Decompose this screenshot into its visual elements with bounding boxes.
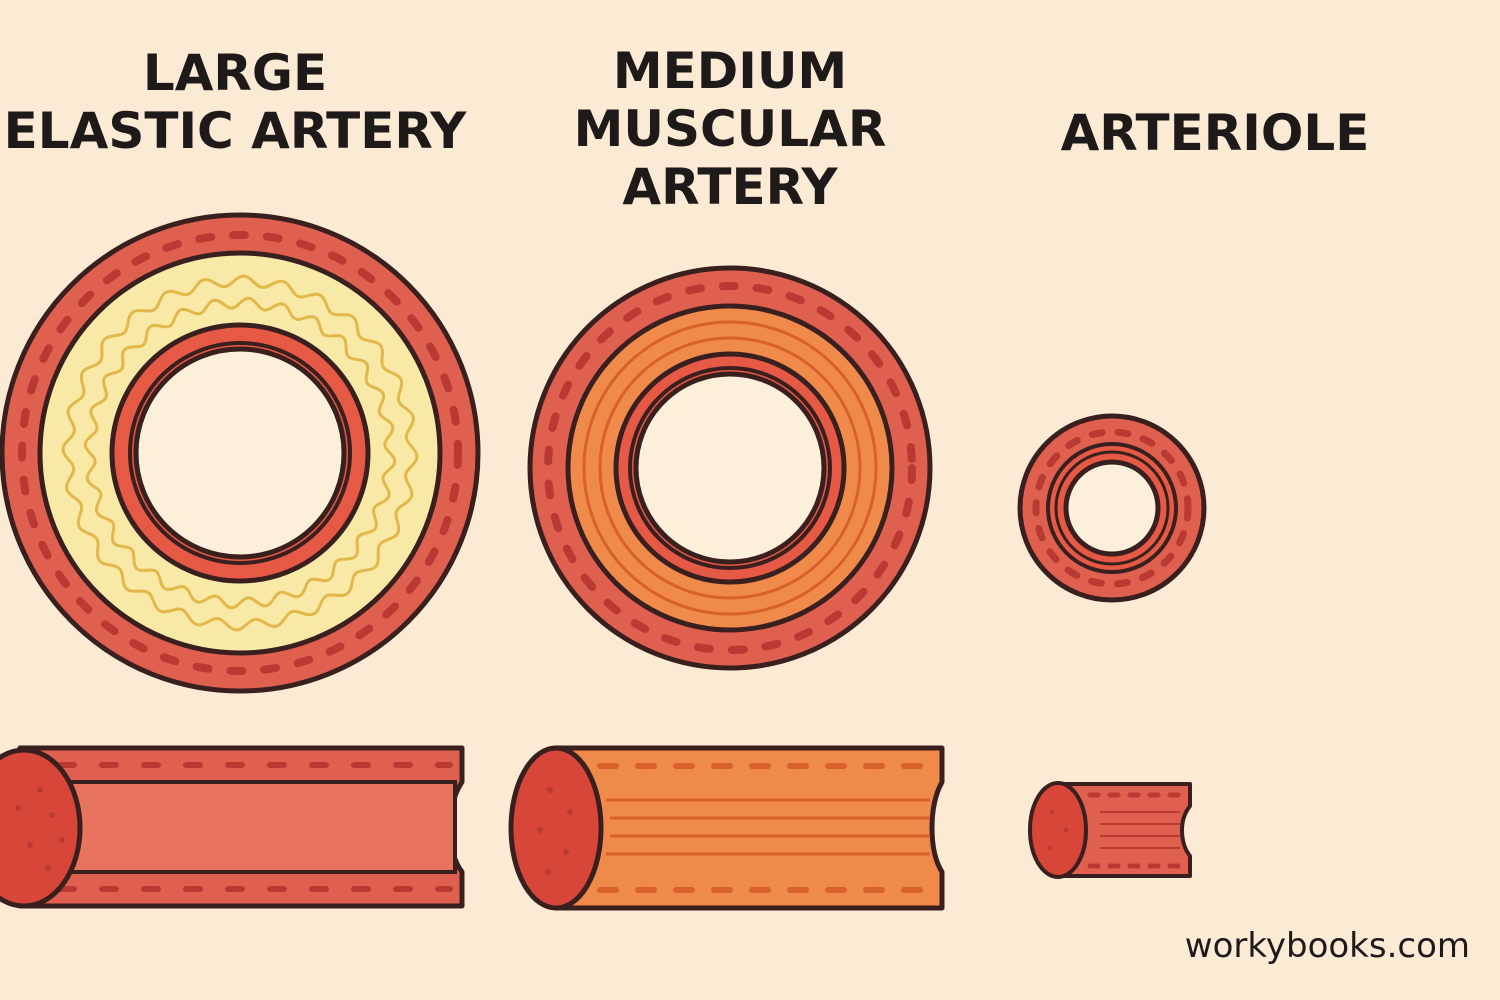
label-line: LARGE (142, 44, 328, 102)
elastic-fiber (83, 296, 397, 610)
label-arteriole: ARTERIOLE (1030, 104, 1400, 162)
label-line: ARTERIOLE (1060, 104, 1370, 162)
medium-artery-cross-section-icon (527, 265, 933, 671)
arteriole-cross-section-icon (1017, 413, 1207, 603)
site-credit: workybooks.com (1184, 926, 1470, 966)
label-line: MEDIUM (612, 42, 848, 100)
label-large-elastic-artery: LARGE ELASTIC ARTERY (0, 44, 470, 160)
label-line: ARTERY (622, 158, 838, 216)
label-medium-muscular-artery: MEDIUM MUSCULAR ARTERY (520, 42, 940, 216)
label-line: ELASTIC ARTERY (3, 102, 467, 160)
medium-artery-tube-icon (508, 745, 945, 911)
elastic-fiber (61, 274, 419, 632)
large-artery-tube-icon (0, 745, 465, 909)
large-artery-cross-section-icon (0, 212, 481, 694)
arteriole-tube-icon (1028, 781, 1192, 879)
label-line: MUSCULAR (573, 100, 887, 158)
